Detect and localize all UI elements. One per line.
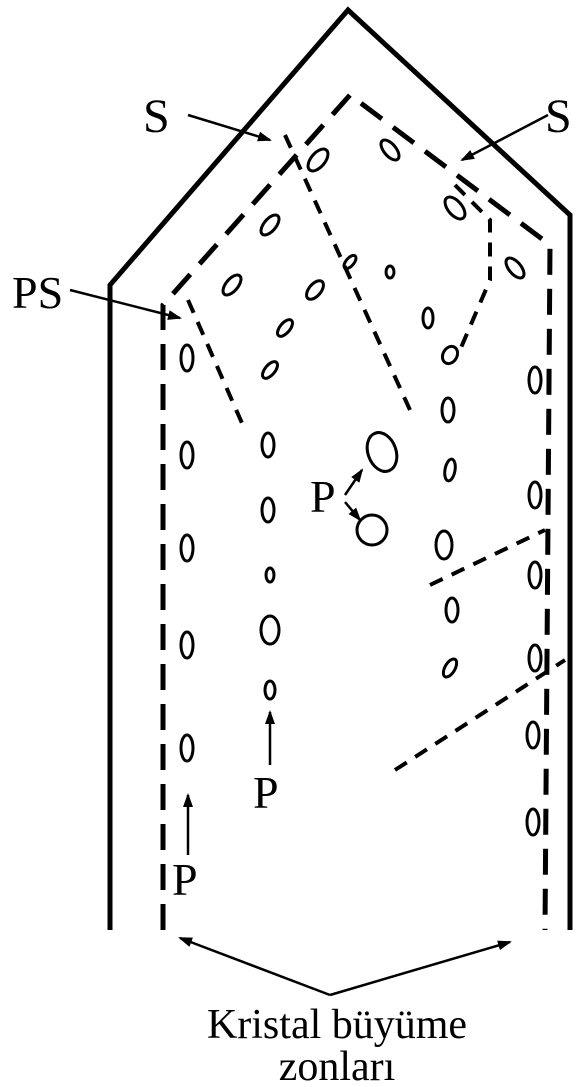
label-p-center: P [310,471,336,522]
inclusion [259,213,281,237]
sector-boundary-ps [186,299,247,431]
inclusion [179,733,195,763]
s-left-arrow [187,113,272,142]
inclusion [440,396,456,424]
inclusion-diagonal-upper-right [379,138,526,366]
inclusion [264,566,276,584]
inclusion [421,306,435,330]
label-ps: PS [12,267,63,318]
inclusion [527,365,543,395]
p-center-arrow-down [344,501,362,522]
sector-boundary-right [453,183,492,351]
inclusion [342,253,358,271]
p-center-arrow-up [343,468,364,496]
inclusion [441,657,459,679]
inclusion [355,513,389,547]
sector-boundary-mid [429,528,546,587]
sector-boundary-left [283,134,412,411]
inclusion-diagonal-upper-left [221,147,358,380]
inclusion-column-center-right [434,396,460,679]
inclusion [434,529,454,561]
inclusion [525,720,541,750]
inclusion [276,318,294,338]
inclusion [440,344,460,366]
inclusion [527,560,543,590]
inclusion [179,440,195,470]
inclusion [179,533,195,563]
growth-zone-outline [160,91,553,931]
inclusion [221,273,243,297]
inclusion [179,343,195,373]
caption-arrow-right [329,940,512,997]
inclusion [527,643,543,673]
inclusion [384,264,396,280]
inclusion [443,457,457,483]
s-right-arrow [460,113,549,162]
label-p-left: P [172,854,198,905]
inclusion [443,195,467,221]
inclusion [504,256,526,280]
inclusion [260,431,276,459]
inclusion [527,480,543,510]
inclusion [305,279,325,301]
caption-arrow-left [178,936,331,997]
inclusion-column-left [179,343,195,763]
inclusion [263,679,277,701]
inclusion-column-center-left [259,431,281,701]
inclusion [379,138,401,162]
label-s-left: S [143,90,170,143]
inclusion [444,596,460,624]
inclusion [260,496,276,524]
inclusion [525,807,541,837]
sector-boundary-low [393,658,567,772]
caption-line-2: zonları [279,1044,396,1087]
crystal-outline [107,6,573,930]
inclusion [261,360,279,380]
label-p-middle: P [253,767,279,818]
inclusion [306,147,330,173]
inclusion-column-right [525,365,543,837]
inclusion-central-primary [355,431,399,547]
label-s-right: S [545,90,572,143]
caption-line-1: Kristal büyüme [207,1002,467,1048]
ps-arrow [69,288,182,320]
inclusion [365,431,399,473]
inclusion [259,614,281,646]
inclusion [179,630,195,660]
